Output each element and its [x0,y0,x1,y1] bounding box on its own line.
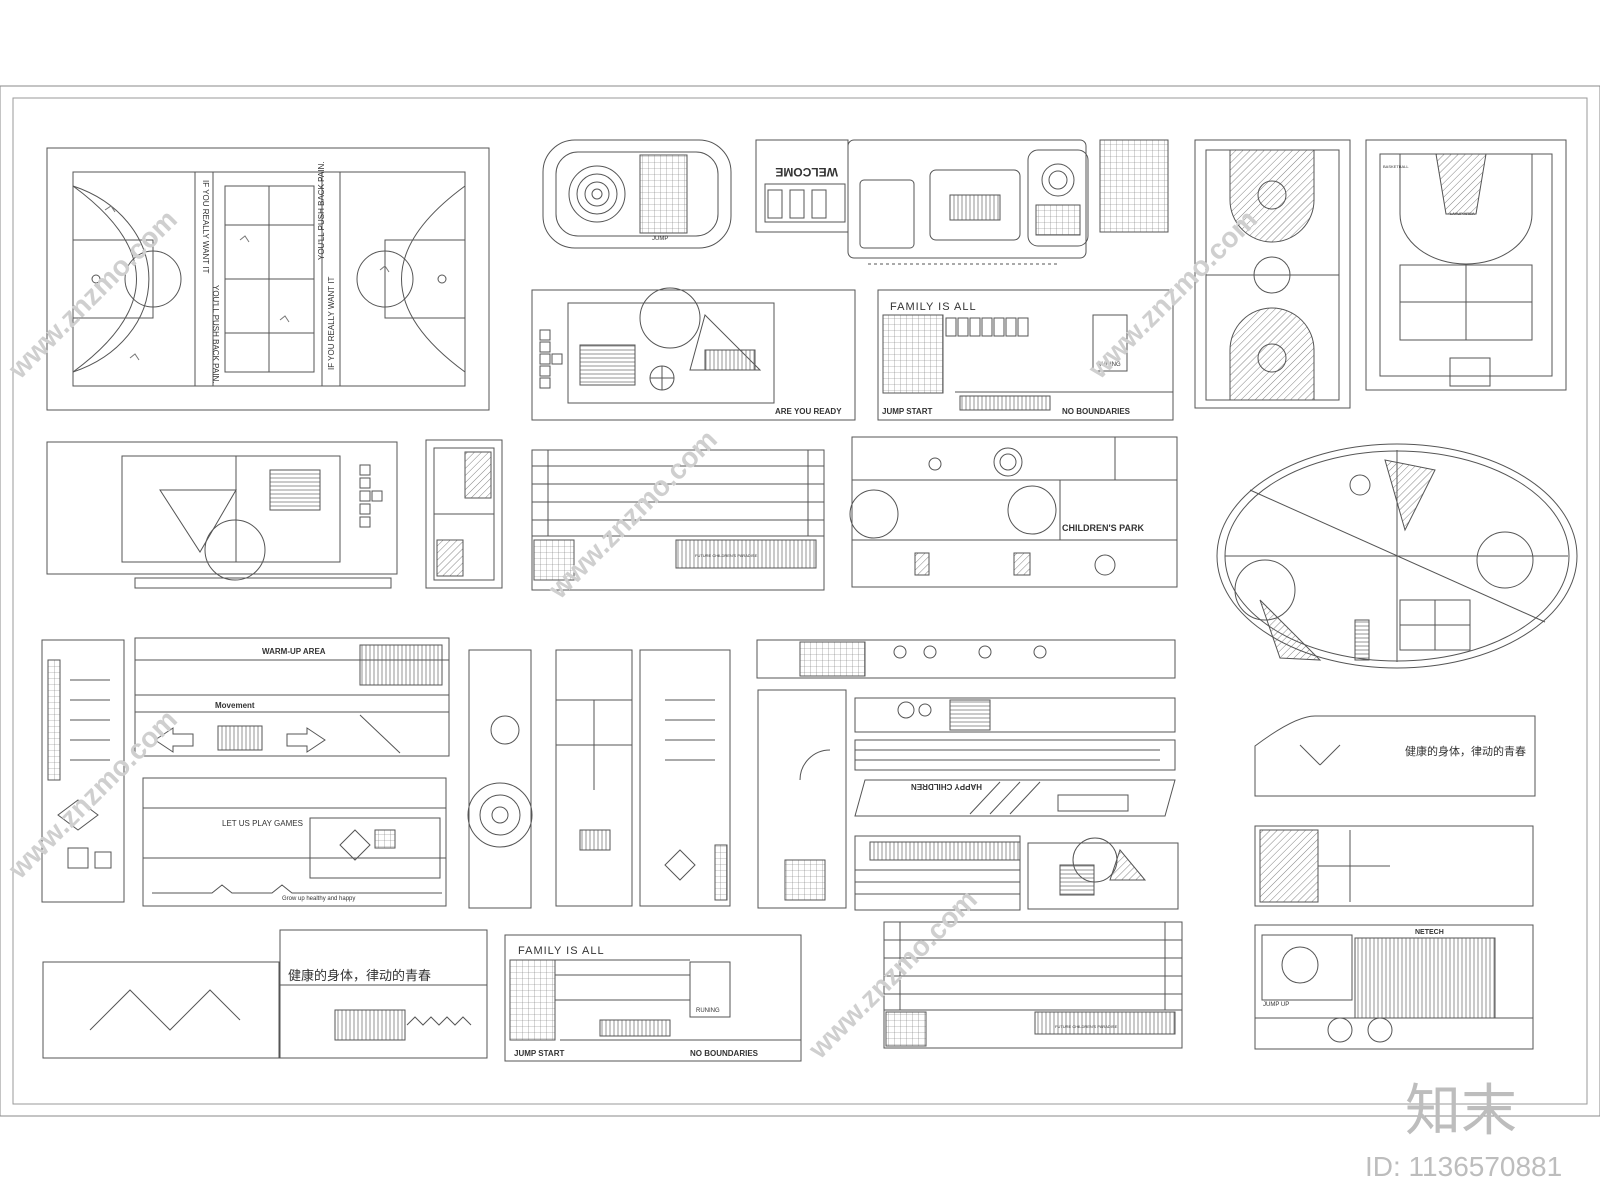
label-future-mid: FUTURE CHILDREN'S PARADISE [695,553,758,558]
basketball-courts-dual [1194,139,1567,409]
running-lanes-mid [531,449,825,591]
watermark-site-1: www.znzmo.com [2,204,183,385]
childrens-park-panel [849,436,1178,588]
watermark-id: ID: 1136570881 [1365,1151,1562,1182]
label-future-bottom: FUTURE CHILDREN'S PARADISE [1055,1024,1118,1029]
label-are-you-ready: ARE YOU READY [775,407,842,416]
welcome-strip [755,139,1169,265]
label-no-boundaries-top: NO BOUNDARIES [1062,407,1131,416]
label-grow-up: Grow up healthy and happy [282,896,355,902]
label-youll-push-right: YOU'LL PUSH BACK PAIN. [317,162,326,260]
sheet-frame-outer [0,85,1600,1117]
label-slogan-bottom: 健康的身体，律动的青春 [288,968,431,983]
label-jump: JUMP [652,236,668,242]
label-youll-push-left: YOU'LL PUSH BACK PAIN. [211,285,220,383]
label-running-bottom: RUNING [696,1008,720,1014]
label-jump-start-top: JUMP START [882,407,932,416]
label-jump-up: JUMP UP [1263,1002,1289,1008]
oval-playground [1216,443,1578,669]
slogan-panels-right [1254,715,1536,1050]
label-layup-area: LAYUP AREA [1450,211,1475,216]
play-games-panel [142,777,447,907]
strip-panels-right [756,639,1176,909]
watermark-site-2: www.znzmo.com [542,424,723,605]
arrow-icon [154,727,194,753]
vertical-panels [467,649,731,909]
court-basketball-badminton [46,147,490,411]
flower-icon [928,457,942,471]
sheet-frame-inner [12,97,1588,1105]
label-lets-play: LET US PLAY GAMES [222,819,303,828]
warm-up-panel [134,637,450,757]
label-no-boundaries-bottom: NO BOUNDARIES [690,1049,759,1058]
label-family-bottom: FAMILY IS ALL [518,945,605,957]
label-warm-up-area: WARM-UP AREA [262,647,326,656]
label-slogan-right: 健康的身体，律动的青春 [1405,744,1526,758]
runner-icon [104,205,390,361]
label-running-top: RUNING [1097,362,1121,368]
family-panel-bottom [504,934,802,1062]
label-childrens-park: CHILDREN'S PARK [1062,523,1144,533]
hopscotch-icon [539,329,563,389]
label-welcome: WELCOME [775,165,838,179]
hopscotch-column-left [41,639,125,903]
maze-icon [568,165,626,223]
label-family-top: FAMILY IS ALL [890,301,977,313]
geometric-play-panel [531,287,856,421]
small-lanes [854,835,1179,911]
label-if-you-really-left: IF YOU REALLY WANT IT [201,180,210,273]
slogan-panel-bottom [42,929,488,1059]
running-lanes-bottom [883,921,1183,1049]
label-happy-children: HAPPY CHILDREN [911,782,982,791]
narrow-hatch-panel [425,439,503,589]
label-jump-start-bottom: JUMP START [514,1049,564,1058]
label-if-you-really-right: IF YOU REALLY WANT IT [327,277,336,370]
maze-pad [542,139,732,249]
shapes-court [46,441,398,589]
label-netech: NETECH [1415,929,1444,936]
family-panel-top [877,289,1174,421]
label-movement: Movement [215,701,255,710]
label-basketball: BASKETBALL [1383,164,1409,169]
watermark-brand: 知末 [1405,1079,1517,1142]
